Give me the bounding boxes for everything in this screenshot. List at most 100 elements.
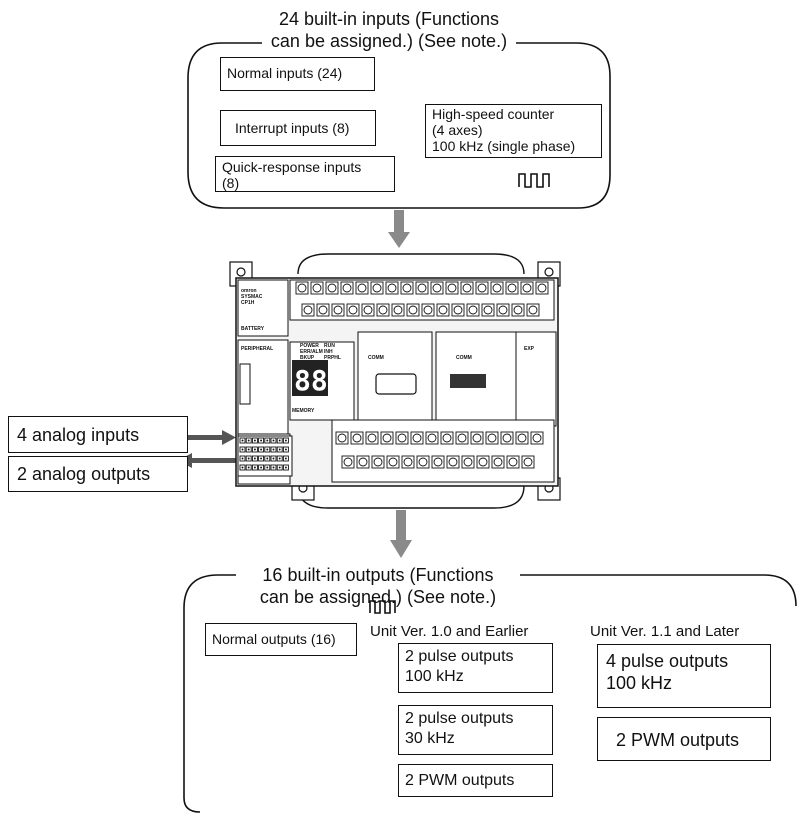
analog-terminal-pin-head bbox=[241, 448, 244, 451]
analog-terminal-pin bbox=[264, 455, 271, 462]
led-error-label: ERR/ALM bbox=[300, 349, 323, 355]
analog-terminal-pin bbox=[239, 455, 246, 462]
analog-terminal-pin-head bbox=[266, 439, 269, 442]
analog-terminal-pin-head bbox=[278, 466, 281, 469]
input-terminal-screw-head bbox=[438, 305, 448, 315]
plc-unit-illustration: omron SYSMAC CP1H BATTERY PERIPHERAL MEM… bbox=[229, 253, 561, 509]
quick-response-label-1: Quick-response inputs bbox=[222, 159, 362, 175]
analog-terminal-pin-head bbox=[284, 439, 287, 442]
output-terminal-screw-head bbox=[478, 457, 488, 467]
plc-memory-label: MEMORY bbox=[292, 408, 315, 414]
led-prphl-label: PRPHL bbox=[324, 355, 341, 361]
normal-outputs-box: Normal outputs (16) bbox=[205, 623, 357, 656]
inputs-callout-outline bbox=[187, 42, 611, 209]
analog-terminal-pin bbox=[264, 446, 271, 453]
output-terminal-screw-head bbox=[412, 433, 422, 443]
output-terminal-screw-head bbox=[472, 433, 482, 443]
hsc-label-2: (4 axes) bbox=[432, 122, 483, 138]
plc-battery-label: BATTERY bbox=[241, 326, 265, 332]
led-power-label: POWER bbox=[300, 343, 319, 349]
analog-terminal-pin-head bbox=[278, 439, 281, 442]
output-terminal-screw-head bbox=[358, 457, 368, 467]
normal-inputs-box: Normal inputs (24) bbox=[220, 57, 375, 91]
input-terminal-screw-head bbox=[453, 305, 463, 315]
analog-terminal-pin bbox=[245, 437, 252, 444]
led-bkup-label: BKUP bbox=[300, 355, 315, 361]
seven-segment-display: 88 bbox=[294, 364, 328, 397]
analog-outputs-label: 2 analog outputs bbox=[17, 464, 151, 484]
input-terminal-screw-head bbox=[492, 283, 502, 293]
analog-terminal-pin-head bbox=[241, 439, 244, 442]
arrow-analog-in bbox=[188, 430, 236, 445]
input-terminal-screw-head bbox=[387, 283, 397, 293]
analog-terminal-pin-head bbox=[260, 466, 263, 469]
input-terminal-screw-head bbox=[348, 305, 358, 315]
output-terminal-block bbox=[331, 419, 555, 483]
analog-terminal-pin-head bbox=[247, 457, 250, 460]
normal-inputs-label: Normal inputs (24) bbox=[227, 65, 343, 81]
output-terminal-screw-head bbox=[427, 433, 437, 443]
hsc-label-1: High-speed counter bbox=[432, 106, 555, 122]
plc-comm2-label: COMM bbox=[456, 355, 472, 361]
analog-terminal-pin-head bbox=[253, 466, 256, 469]
analog-terminal-pin bbox=[270, 446, 277, 453]
led-inh-label: INH bbox=[324, 349, 333, 355]
old-pulse-100khz-label-1: 2 pulse outputs bbox=[405, 648, 514, 665]
new-pulse-label-2: 100 kHz bbox=[606, 673, 673, 693]
output-terminal-screw-head bbox=[508, 457, 518, 467]
analog-terminal-pin-head bbox=[247, 466, 250, 469]
analog-terminal-pin bbox=[276, 446, 283, 453]
input-terminal-screw-head bbox=[378, 305, 388, 315]
input-terminal-screw-head bbox=[333, 305, 343, 315]
analog-terminal-pin bbox=[276, 464, 283, 471]
analog-terminal-pin-head bbox=[284, 457, 287, 460]
analog-terminal-pin-head bbox=[272, 448, 275, 451]
output-terminal-screw-head bbox=[502, 433, 512, 443]
plc-comm1-label: COMM bbox=[368, 355, 384, 361]
input-terminal-screw-head bbox=[312, 283, 322, 293]
output-terminal-screw-head bbox=[517, 433, 527, 443]
normal-outputs-label: Normal outputs (16) bbox=[212, 631, 336, 647]
analog-terminal-pin bbox=[282, 446, 289, 453]
analog-terminal-pin bbox=[258, 446, 265, 453]
input-terminal-screw-head bbox=[297, 283, 307, 293]
input-terminal-screw-head bbox=[447, 283, 457, 293]
input-terminal-screw-head bbox=[522, 283, 532, 293]
analog-terminal-pin-head bbox=[247, 439, 250, 442]
output-terminal-screw-head bbox=[463, 457, 473, 467]
analog-inputs-label: 4 analog inputs bbox=[17, 425, 140, 445]
input-terminal-screw-head bbox=[393, 305, 403, 315]
old-pulse-100khz-box: 2 pulse outputs 100 kHz bbox=[398, 643, 553, 693]
arrow-inputs-to-plc bbox=[388, 210, 410, 248]
output-terminal-screw-head bbox=[367, 433, 377, 443]
output-terminal-screw-head bbox=[403, 457, 413, 467]
output-terminal-screw-head bbox=[343, 457, 353, 467]
analog-inputs-box: 4 analog inputs bbox=[8, 416, 188, 453]
analog-terminal-pin-head bbox=[272, 439, 275, 442]
output-terminal-screw-head bbox=[382, 433, 392, 443]
plc-brand-1: omron bbox=[241, 288, 257, 294]
output-terminal-screw-head bbox=[457, 433, 467, 443]
analog-terminal-pin bbox=[282, 464, 289, 471]
analog-terminal-pin-head bbox=[241, 466, 244, 469]
new-pwm-label: 2 PWM outputs bbox=[616, 730, 740, 750]
input-terminal-screw-head bbox=[507, 283, 517, 293]
arrow-plc-to-outputs bbox=[390, 510, 412, 558]
led-run-label: RUN bbox=[324, 343, 335, 349]
input-terminal-screw-head bbox=[528, 305, 538, 315]
plc-exp-label: EXP bbox=[524, 346, 535, 352]
input-terminal-screw-head bbox=[363, 305, 373, 315]
analog-terminal-pin bbox=[258, 437, 265, 444]
output-terminal-screw-head bbox=[523, 457, 533, 467]
hsc-label-3: 100 kHz (single phase) bbox=[432, 138, 576, 154]
output-terminal-screw-head bbox=[442, 433, 452, 443]
input-terminal-screw-head bbox=[318, 305, 328, 315]
analog-terminal-pin bbox=[264, 437, 271, 444]
analog-terminal-pin bbox=[270, 437, 277, 444]
output-terminal-screw-head bbox=[493, 457, 503, 467]
output-terminal-screw-head bbox=[433, 457, 443, 467]
inputs-title-line2: can be assigned.) (See note.) bbox=[270, 31, 508, 51]
analog-terminal-pin bbox=[276, 455, 283, 462]
input-terminal-screw-head bbox=[372, 283, 382, 293]
